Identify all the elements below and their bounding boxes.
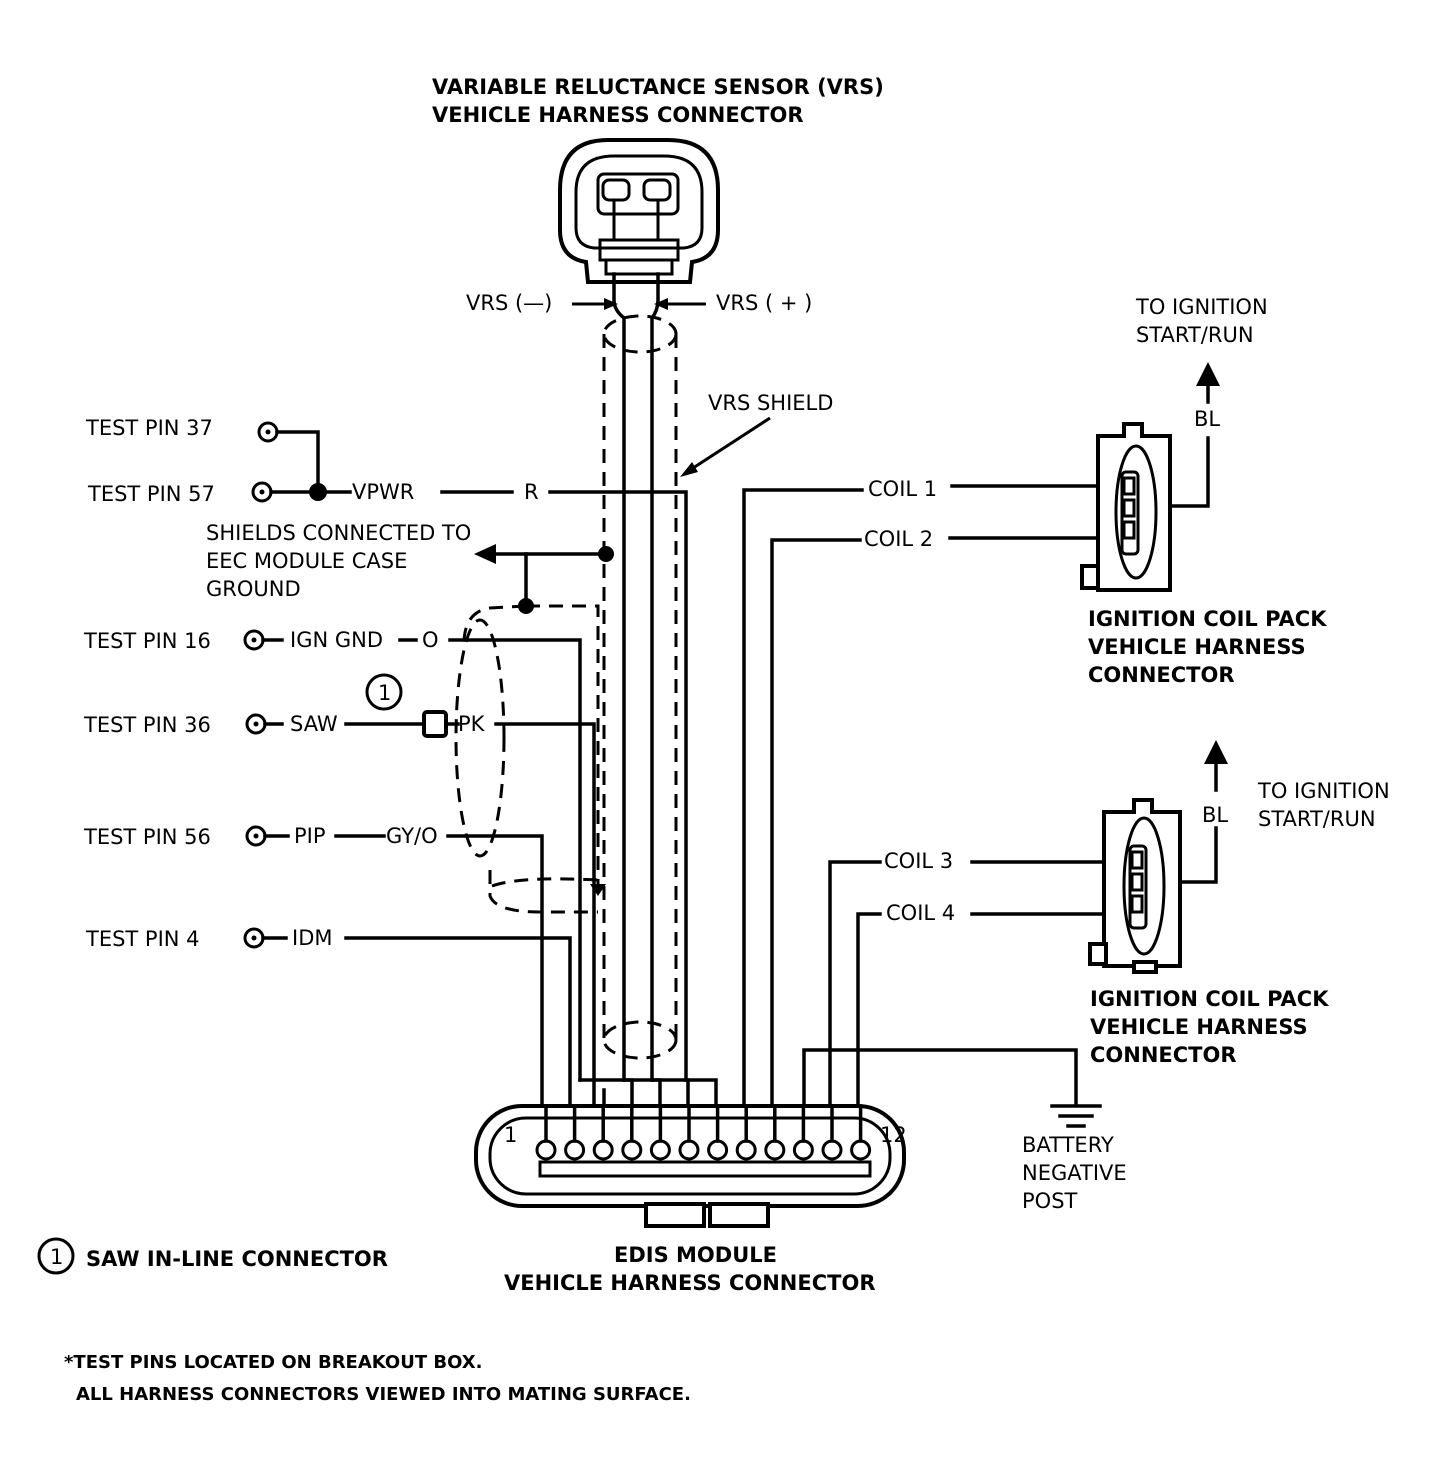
coil-pack-2-to-ignition-line1: TO IGNITION	[1257, 779, 1390, 803]
test-pin-4-label: TEST PIN 4	[85, 927, 200, 951]
test-pin-36-label: TEST PIN 36	[83, 713, 211, 737]
vrs-connector-title-line2: VEHICLE HARNESS CONNECTOR	[432, 103, 804, 127]
pk-wire-label: PK	[458, 712, 486, 736]
legend-saw-inline-connector: SAW IN-LINE CONNECTOR	[86, 1247, 388, 1271]
edis-pin	[649, 1139, 671, 1161]
coil-pack-2-bl-label: BL	[1202, 803, 1228, 827]
coil-pack-2-to-ignition-line2: START/RUN	[1258, 807, 1376, 831]
edis-pin	[707, 1139, 729, 1161]
edis-title-line2: VEHICLE HARNESS CONNECTOR	[504, 1271, 876, 1295]
coil-pack-1-title-line1: IGNITION COIL PACK	[1088, 607, 1327, 631]
o-wire-label: O	[422, 628, 439, 652]
saw-label: SAW	[290, 712, 338, 736]
saw-inline-callout-number: 1	[378, 681, 391, 705]
test-pin-56-label: TEST PIN 56	[83, 825, 211, 849]
edis-pin	[564, 1139, 586, 1161]
edis-pin	[735, 1139, 757, 1161]
coil-pack-2-connector	[1088, 798, 1182, 974]
edis-pin	[850, 1139, 872, 1161]
edis-pin	[821, 1139, 843, 1161]
edis-pin	[535, 1139, 557, 1161]
coil-pack-1-to-ignition-line2: START/RUN	[1136, 323, 1254, 347]
coil3-label: COIL 3	[884, 849, 953, 873]
coil-pack-2-title-line2: VEHICLE HARNESS	[1090, 1015, 1308, 1039]
coil-pack-1-to-ignition-line1: TO IGNITION	[1135, 295, 1268, 319]
ground-symbol	[1050, 1104, 1102, 1128]
coil-pack-1-connector	[1080, 422, 1172, 592]
legend-callout-circle	[37, 1237, 75, 1275]
coil-pack-1-title-line3: CONNECTOR	[1088, 663, 1235, 687]
edis-pin-row	[535, 1104, 872, 1161]
edis-module-connector	[474, 1104, 906, 1228]
battery-label-line1: BATTERY	[1022, 1133, 1114, 1157]
coil-pack-1-bl-label: BL	[1194, 407, 1220, 431]
saw-inline-callout-circle	[365, 673, 403, 711]
edis-pin	[792, 1139, 814, 1161]
ign-gnd-label: IGN GND	[290, 628, 383, 652]
edis-pin-last-label: 12	[880, 1123, 907, 1147]
footnote-line1: *TEST PINS LOCATED ON BREAKOUT BOX.	[64, 1352, 482, 1373]
edis-pin-first-label: 1	[504, 1123, 517, 1147]
coil-pack-1-title-line2: VEHICLE HARNESS	[1088, 635, 1306, 659]
test-pin-16-label: TEST PIN 16	[83, 629, 211, 653]
edis-pin	[678, 1139, 700, 1161]
coil-pack-2-arrow-icon	[1204, 740, 1228, 764]
test-pin-57-label: TEST PIN 57	[87, 482, 215, 506]
battery-label-line3: POST	[1022, 1189, 1078, 1213]
edis-title-line1: EDIS MODULE	[614, 1243, 777, 1267]
edis-pin	[592, 1139, 614, 1161]
idm-label: IDM	[292, 926, 332, 950]
edis-pin	[764, 1139, 786, 1161]
shields-note-line3: GROUND	[206, 577, 301, 601]
shields-note-line1: SHIELDS CONNECTED TO	[206, 521, 471, 545]
footnote-line2: ALL HARNESS CONNECTORS VIEWED INTO MATIN…	[76, 1384, 691, 1405]
coil1-label: COIL 1	[868, 477, 937, 501]
edis-pin	[621, 1139, 643, 1161]
test-pin-37-label: TEST PIN 37	[85, 416, 213, 440]
vrs-connector	[558, 138, 720, 284]
shields-note-line2: EEC MODULE CASE	[206, 549, 407, 573]
legend-callout-number: 1	[50, 1245, 63, 1269]
vrs-shield-label: VRS SHIELD	[708, 391, 833, 415]
coil-pack-2-title-line1: IGNITION COIL PACK	[1090, 987, 1329, 1011]
saw-inline-connector	[422, 710, 448, 738]
battery-label-line2: NEGATIVE	[1022, 1161, 1127, 1185]
vrs-plus-label: VRS ( + )	[716, 291, 812, 315]
coil2-label: COIL 2	[864, 527, 933, 551]
vrs-shield	[602, 314, 678, 1060]
vrs-minus-label: VRS (—)	[466, 291, 552, 315]
r-wire-label: R	[524, 480, 539, 504]
coil4-label: COIL 4	[886, 901, 955, 925]
pip-label: PIP	[294, 824, 326, 848]
coil-pack-2-title-line3: CONNECTOR	[1090, 1043, 1237, 1067]
coil-pack-1-arrow-icon	[1196, 362, 1220, 386]
vpwr-label: VPWR	[352, 480, 414, 504]
gyo-wire-label: GY/O	[386, 824, 438, 848]
vrs-connector-title-line1: VARIABLE RELUCTANCE SENSOR (VRS)	[432, 75, 884, 99]
